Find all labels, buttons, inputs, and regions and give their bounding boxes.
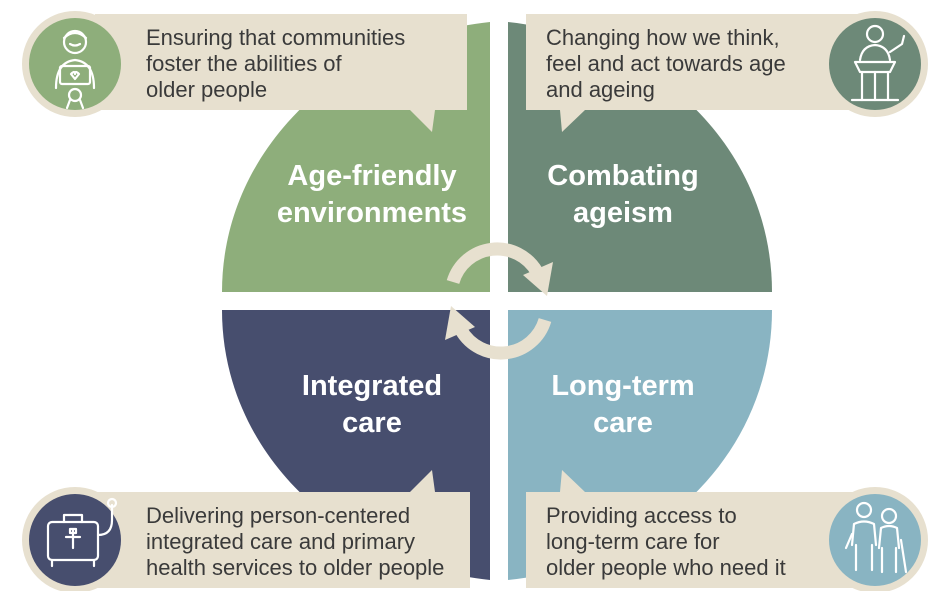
callout-bottom-left: [95, 470, 470, 588]
description-line: Ensuring that communities: [146, 25, 406, 50]
description-integrated-care: Delivering person-centered integrated ca…: [146, 503, 444, 581]
description-line: older people who need it: [546, 555, 786, 580]
quadrant-title-line: care: [342, 407, 402, 439]
elderly-woman-medal-icon: [22, 11, 128, 117]
quadrant-title-line: Combating: [547, 160, 699, 192]
description-line: Changing how we think,: [546, 25, 780, 50]
description-line: older people: [146, 77, 268, 102]
description-line: feel and act towards age: [546, 51, 786, 76]
elderly-couple-icon: [822, 487, 928, 591]
description-line: long-term care for: [546, 529, 720, 554]
quadrant-title-age-friendly: Age-friendly environments: [252, 158, 492, 232]
callout-bottom-right: [526, 470, 872, 588]
description-line: and ageing: [546, 77, 655, 102]
quadrant-title-line: environments: [276, 197, 468, 229]
speaker-at-podium-icon: [822, 11, 928, 117]
quadrant-title-line: Age-friendly: [287, 160, 457, 192]
quadrant-title-line: Long-term: [551, 370, 695, 402]
description-line: health services to older people: [146, 555, 445, 580]
description-line: integrated care and primary: [146, 529, 416, 554]
clockwise-cycle-arrows-icon: [445, 242, 553, 360]
medical-kit-stethoscope-icon: [22, 487, 128, 591]
quadrant-title-line: care: [593, 407, 653, 439]
description-combating-ageism: Changing how we think, feel and act towa…: [546, 25, 786, 103]
quadrant-title-integrated-care: Integrated care: [252, 368, 492, 442]
description-age-friendly: Ensuring that communities foster the abi…: [146, 25, 405, 103]
quadrant-title-long-term-care: Long-term care: [503, 368, 743, 442]
description-line: Delivering person-centered: [146, 503, 411, 528]
description-line: Providing access to: [546, 503, 737, 528]
description-long-term-care: Providing access to long-term care for o…: [546, 503, 786, 581]
quadrant-title-line: Integrated: [301, 370, 443, 402]
quadrant-title-line: ageism: [573, 197, 673, 229]
callout-top-right: [526, 14, 872, 132]
description-line: foster the abilities of: [146, 51, 342, 76]
quadrant-title-combating-ageism: Combating ageism: [503, 158, 743, 232]
callout-top-left: [95, 14, 467, 132]
